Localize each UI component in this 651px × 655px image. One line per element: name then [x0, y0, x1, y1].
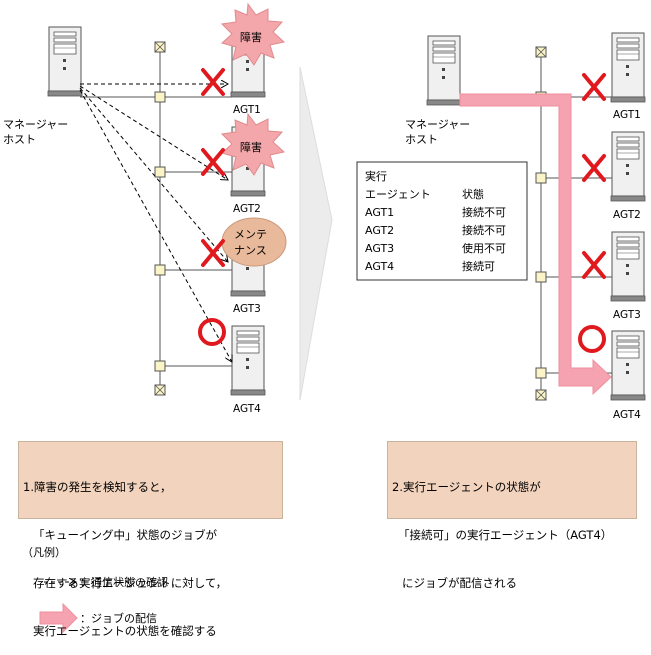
network-node — [535, 367, 547, 379]
left-agent-label-agt1: AGT1 — [233, 104, 261, 116]
status-table-status: 接続不可 — [462, 205, 506, 219]
network-node — [154, 91, 166, 103]
agt4-server-icon — [610, 330, 646, 401]
left-manager-host-label-line2: ホスト — [3, 133, 36, 146]
network-node — [154, 166, 166, 178]
status-table-agent: AGT2 — [365, 224, 394, 237]
fault-x-mark-agt1 — [201, 68, 225, 96]
network-terminator-top — [535, 46, 547, 58]
status-table-agent: AGT3 — [365, 242, 394, 255]
agt3-server-icon — [610, 231, 646, 302]
manager-host-server-icon — [426, 35, 462, 106]
transition-arrow — [299, 66, 333, 401]
right-agent-label-agt3: AGT3 — [613, 309, 641, 321]
fault-x-mark-agt3 — [582, 251, 606, 279]
status-table-header: 状態 — [462, 187, 484, 201]
job-delivery-arrow — [459, 93, 612, 396]
maintenance-label-line1: メンテ — [234, 228, 267, 241]
step1-description: 1.障害の発生を検知すると， 「キューイング中」状態のジョブが 存在する実行エー… — [18, 441, 283, 638]
left-agent-label-agt3: AGT3 — [233, 303, 261, 315]
fault-burst-agt1 — [220, 2, 286, 66]
network-node — [154, 264, 166, 276]
step2-line: にジョブが配信される — [402, 576, 517, 590]
status-table-status: 接続不可 — [462, 223, 506, 237]
fault-burst-agt2 — [220, 112, 286, 176]
agt1-server-icon — [610, 32, 646, 103]
agt4-server-icon — [230, 325, 266, 396]
legend-title: （凡例） — [22, 545, 66, 559]
network-terminator-top — [154, 41, 166, 53]
agt2-server-icon — [610, 131, 646, 202]
status-table-agent: AGT1 — [365, 206, 394, 219]
maintenance-badge — [221, 217, 287, 267]
left-diagram — [47, 2, 287, 396]
fault-burst-label: 障害 — [240, 140, 262, 154]
network-terminator-bottom — [535, 389, 547, 401]
ok-circle-mark-agt4 — [578, 325, 606, 353]
status-check-arrows — [79, 84, 232, 362]
network-node — [154, 360, 166, 372]
diagram-canvas: マネージャー ホスト AGT1 AGT2 AGT3 AGT4 障害 障害 メンテ… — [3, 2, 646, 634]
status-table-header: エージェント — [365, 188, 431, 201]
step2-line: 2.実行エージェントの状態が — [392, 480, 541, 494]
ok-circle-mark-agt4 — [198, 318, 226, 346]
network-terminator-bottom — [154, 384, 166, 396]
right-agent-label-agt2: AGT2 — [613, 209, 641, 221]
left-agent-label-agt4: AGT4 — [233, 403, 261, 415]
status-table-header: 実行 — [365, 169, 387, 183]
right-manager-host-label-line2: ホスト — [405, 133, 438, 146]
maintenance-label-line2: ナンス — [234, 244, 267, 257]
fault-x-mark-agt1 — [582, 73, 606, 101]
manager-host-server-icon — [47, 26, 83, 97]
step1-line: 1.障害の発生を検知すると， — [23, 480, 172, 494]
legend-graphics — [39, 582, 78, 634]
left-manager-host-label-line1: マネージャー — [3, 118, 68, 131]
right-agent-label-agt4: AGT4 — [613, 409, 641, 421]
status-table-status: 接続可 — [462, 259, 495, 273]
network-node — [535, 271, 547, 283]
agent-status-table — [356, 161, 528, 281]
left-agent-label-agt2: AGT2 — [233, 203, 261, 215]
step1-line: 実行エージェントの状態を確認する — [33, 624, 217, 638]
step1-line: 「キューイング中」状態のジョブが — [33, 528, 217, 542]
right-manager-host-label-line1: マネージャー — [405, 118, 470, 131]
network-node — [535, 172, 547, 184]
right-agent-label-agt1: AGT1 — [613, 109, 641, 121]
legend-dashed-arrow-label: ：通信状態の確認 — [80, 575, 168, 589]
step2-description: 2.実行エージェントの状態が 「接続可」の実行エージェント（AGT4） にジョブ… — [387, 441, 637, 590]
step2-line: 「接続可」の実行エージェント（AGT4） — [398, 528, 613, 542]
right-diagram — [356, 32, 646, 401]
legend-thick-arrow — [39, 602, 78, 634]
status-table-status: 使用不可 — [462, 242, 506, 255]
legend-thick-arrow-label: ：ジョブの配信 — [80, 611, 157, 625]
status-table-agent: AGT4 — [365, 260, 394, 273]
step1-line: 存在する実行エージェントに対して， — [33, 576, 228, 590]
fault-burst-label: 障害 — [240, 30, 262, 44]
fault-x-mark-agt2 — [582, 154, 606, 182]
